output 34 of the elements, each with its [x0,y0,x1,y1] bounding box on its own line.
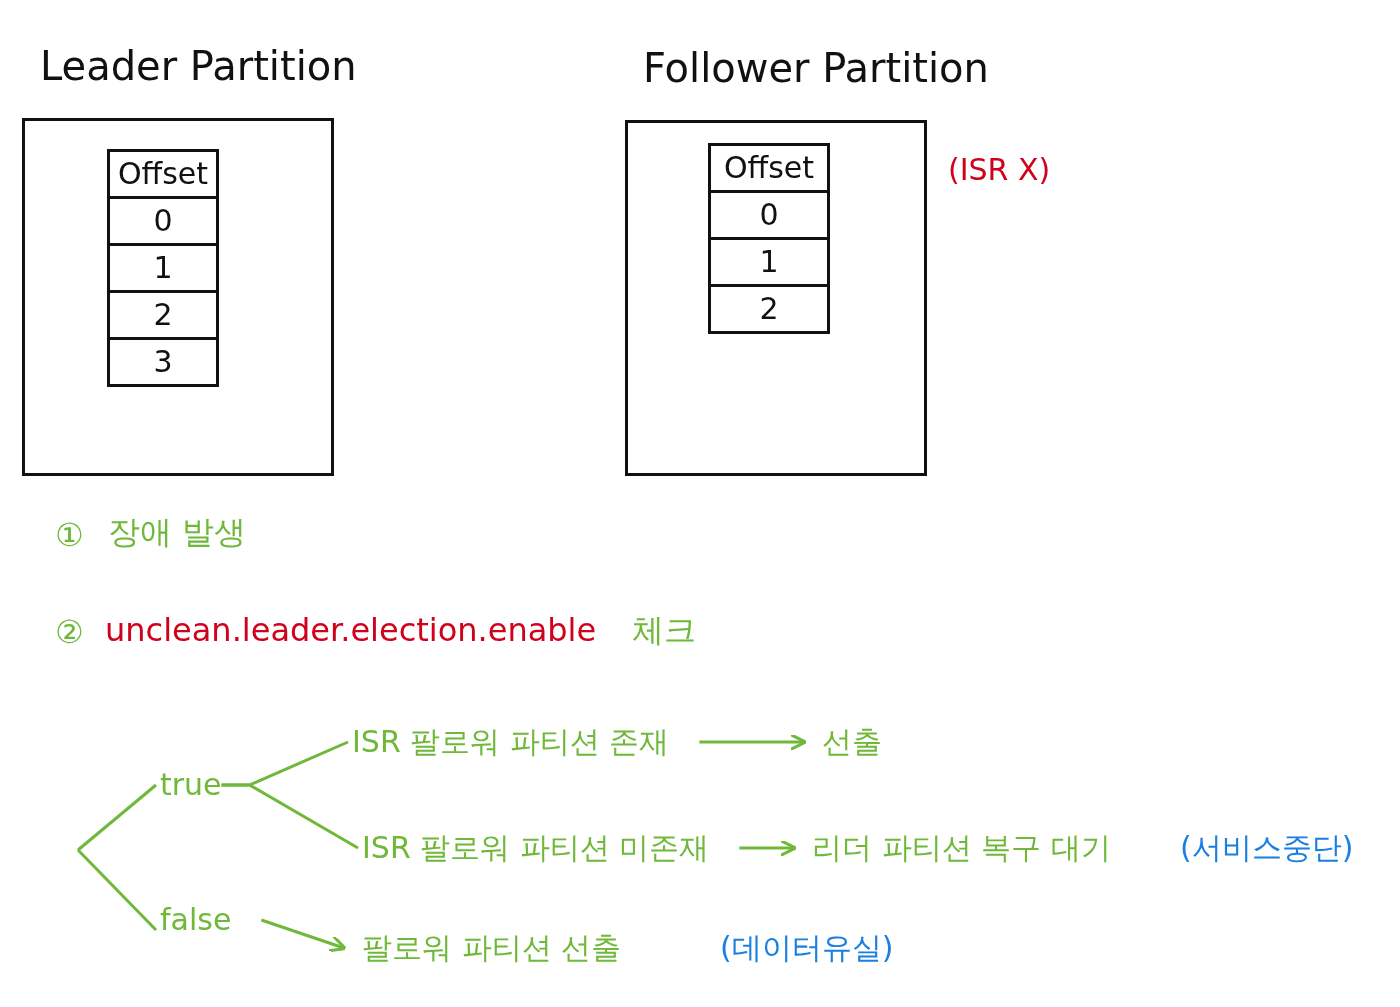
partition-title: Leader Partition [40,43,357,89]
note-text: (ISR X) [948,151,1051,189]
arrow [260,918,347,953]
branch-line [76,848,158,932]
step-text: 장애 발생 [108,512,247,552]
partition-title: Follower Partition [643,45,989,91]
offset-cell: 1 [110,246,216,293]
arrow [739,839,797,857]
condition-text: ISR 팔로워 파티션 존재 [352,722,670,762]
offset-cell: 0 [110,199,216,246]
branch-line [221,783,359,850]
condition-text: 팔로워 파티션 선출 [362,928,622,968]
branch-line [77,783,157,852]
arrow [699,733,807,751]
offset-cell: 1 [711,240,827,287]
offset-table [107,149,219,387]
condition-text: ISR 팔로워 파티션 미존재 [362,828,710,868]
offset-table [708,143,830,334]
offset-header-cell: Offset [711,146,827,193]
condition-text: 선출 [822,722,882,762]
condition-text: true [160,765,222,805]
condition-text: false [160,900,232,940]
offset-cell: 0 [711,193,827,240]
offset-cell-text: 2 [758,290,780,328]
note-text: (데이터유실) [720,929,894,967]
offset-cell: 2 [110,293,216,340]
step-number: ① [55,515,84,555]
step-number: ② [55,612,84,652]
step-text: 체크 [632,610,696,650]
config-name: unclean.leader.election.enable [105,610,597,650]
note-text: (서비스중단) [1180,829,1354,867]
offset-header-cell: Offset [110,152,216,199]
condition-text: 리더 파티션 복구 대기 [812,828,1111,868]
offset-cell-text: 3 [152,343,174,381]
